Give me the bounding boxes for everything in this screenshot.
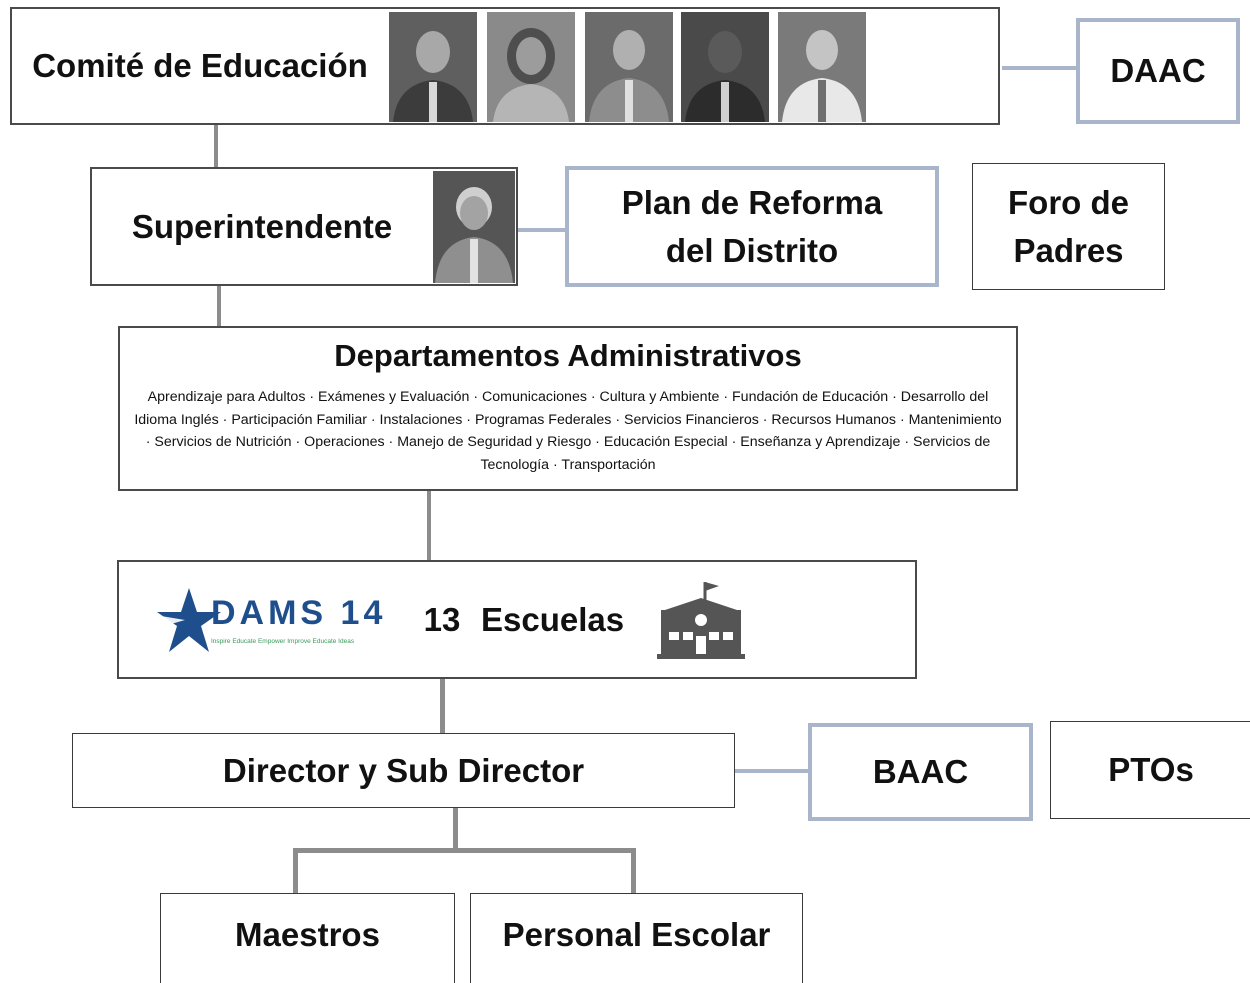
school-building-icon xyxy=(657,582,745,659)
daac-label: DAAC xyxy=(1110,52,1206,90)
superintendent-photo xyxy=(433,171,515,283)
teachers-label: Maestros xyxy=(235,916,380,954)
schools-count: 13 xyxy=(423,600,461,638)
board-member-photo-4 xyxy=(681,12,769,122)
connector-departments-schools xyxy=(427,490,431,561)
connector-principal-baac xyxy=(735,769,809,773)
ptos-box: PTOs xyxy=(1050,721,1250,819)
baac-label: BAAC xyxy=(872,753,969,791)
baac-box: BAAC xyxy=(808,723,1033,821)
schools-label: Escuelas xyxy=(481,600,625,638)
district-logo: DAMS 14 Inspire Educate Empower Improve … xyxy=(149,584,389,656)
parent-forum-label: Foro de Padres xyxy=(973,164,1164,289)
parent-forum-line-1: Foro de xyxy=(1008,184,1129,222)
parent-forum-box: Foro de Padres xyxy=(972,163,1165,290)
connector-board-superintendent xyxy=(214,124,218,168)
principal-box: Director y Sub Director xyxy=(72,733,735,808)
board-member-photo-3 xyxy=(585,12,673,122)
district-logo-star-icon xyxy=(149,588,221,652)
connector-schools-principal xyxy=(440,677,445,735)
reform-plan-line-2: del Distrito xyxy=(665,231,839,269)
departments-list: Aprendizaje para Adultos · Exámenes y Ev… xyxy=(134,389,1002,473)
ptos-label: PTOs xyxy=(1108,751,1194,789)
principal-label: Director y Sub Director xyxy=(222,751,585,789)
connector-teachers-drop xyxy=(293,848,298,893)
departments-title: Departamentos Administrativos xyxy=(334,338,802,373)
board-member-photo-1 xyxy=(389,12,477,122)
staff-box: Personal Escolar xyxy=(470,893,803,983)
connector-personnel-drop xyxy=(631,848,636,893)
daac-box: DAAC xyxy=(1076,18,1240,124)
superintendent-label: Superintendente xyxy=(131,207,393,245)
connector-principal-trunk xyxy=(453,806,458,850)
connector-superintendent-reform xyxy=(518,228,566,232)
district-logo-tagline: Inspire Educate Empower Improve Educate … xyxy=(211,638,355,645)
departments-box: Departamentos Administrativos Aprendizaj… xyxy=(118,326,1018,491)
connector-superintendent-departments xyxy=(217,285,221,327)
reform-plan-box: Plan de Reforma del Distrito xyxy=(565,166,939,287)
district-logo-text: DAMS 14 xyxy=(211,594,387,632)
teachers-box: Maestros xyxy=(160,893,455,983)
connector-board-daac xyxy=(1002,66,1078,70)
board-member-photo-5 xyxy=(778,12,866,122)
parent-forum-line-2: Padres xyxy=(1013,231,1124,269)
reform-plan-line-1: Plan de Reforma xyxy=(621,184,883,222)
board-member-photo-2 xyxy=(487,12,575,122)
schools-box: DAMS 14 Inspire Educate Empower Improve … xyxy=(117,560,917,679)
board-label: Comité de Educación xyxy=(32,47,368,85)
reform-plan-label: Plan de Reforma del Distrito xyxy=(569,170,935,283)
staff-label: Personal Escolar xyxy=(502,916,771,954)
connector-staff-branch xyxy=(293,848,635,853)
